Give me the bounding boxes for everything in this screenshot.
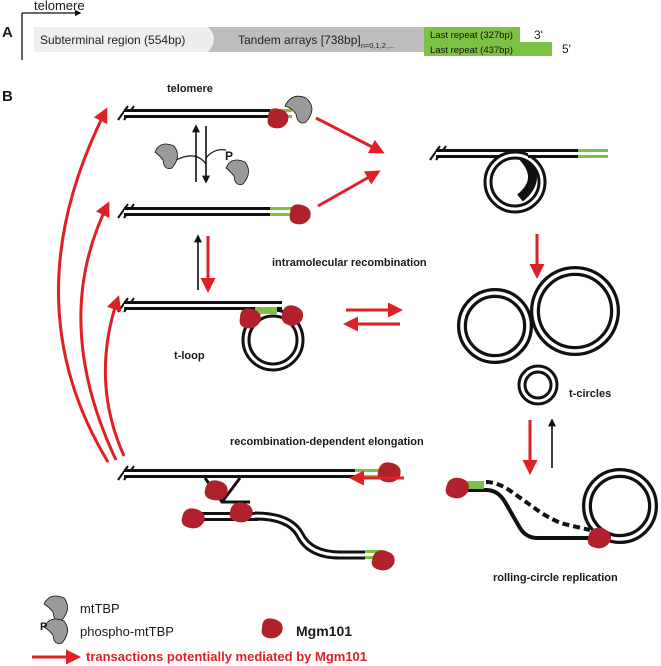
last-repeat-bottom-bar xyxy=(424,42,552,56)
mgm101-protein xyxy=(281,305,304,326)
legend-mgm101-icon xyxy=(261,618,283,639)
mgm101-protein xyxy=(371,550,395,571)
panel-a-letter: A xyxy=(2,24,13,41)
end-3prime: 3' xyxy=(534,28,543,42)
legend-mttbp-label: mtTBP xyxy=(80,601,120,616)
telomere-label: telomere xyxy=(167,83,213,95)
last-repeat-top-bar xyxy=(424,27,520,42)
intramolecular-recombination-label: intramolecular recombination xyxy=(272,257,427,269)
arrow-elongation-to-telomere xyxy=(57,107,110,463)
panel-a-telomere-label: telomere xyxy=(34,0,85,13)
panel-b-letter: B xyxy=(2,88,13,105)
mgm101-protein xyxy=(587,527,611,549)
legend-mttbp-icon xyxy=(43,595,68,622)
last-repeat-top-label: Last repeat (327bp) xyxy=(430,30,513,41)
legend: mtTBP P phospho-mtTBP Mgm101 transaction… xyxy=(32,595,367,665)
tandem-label: Tandem arrays [738bp]n=0,1,2,... xyxy=(238,33,394,50)
legend-phospho-mark: P xyxy=(40,621,47,633)
mttbp-protein xyxy=(284,95,313,124)
last-repeat-bottom-label: Last repeat (437bp) xyxy=(430,45,513,56)
phosphorylation-cycle xyxy=(154,124,249,186)
telomere-mttbp-bound xyxy=(117,95,313,129)
elongation-structure xyxy=(117,462,401,571)
rolling-circle-structure xyxy=(445,468,658,549)
mgm101-protein xyxy=(445,477,469,499)
t-loop-label: t-loop xyxy=(174,350,205,362)
end-5prime: 5' xyxy=(562,42,571,56)
legend-mgm101-label: Mgm101 xyxy=(296,623,352,639)
telomere-unbound xyxy=(117,203,311,225)
mgm101-protein xyxy=(204,480,228,501)
t-loop-structure xyxy=(117,297,305,372)
t-circles-label: t-circles xyxy=(569,388,611,400)
mgm101-protein xyxy=(239,308,261,329)
rolling-circle-label: rolling-circle replication xyxy=(493,572,618,584)
mgm101-protein xyxy=(229,502,253,523)
subterminal-label: Subterminal region (554bp) xyxy=(40,33,185,47)
tandem-subscript: n=0,1,2,... xyxy=(361,41,395,50)
phospho-mttbp-protein xyxy=(225,159,249,186)
tandem-bar xyxy=(208,27,424,52)
t-circles xyxy=(457,266,620,406)
legend-phospho-mttbp-icon xyxy=(43,618,68,645)
arrow-elongation-to-tloop xyxy=(103,295,126,457)
rde-label: recombination-dependent elongation xyxy=(230,436,424,448)
mttbp-protein xyxy=(154,143,178,170)
mgm101-protein xyxy=(267,108,289,129)
arrow-telomere-to-loop xyxy=(315,116,385,154)
legend-phospho-mttbp-label: phospho-mtTBP xyxy=(80,624,174,639)
transition-arrows xyxy=(57,107,556,486)
arrow-unbound-to-loop xyxy=(317,170,381,208)
subterminal-bar xyxy=(34,27,216,52)
mgm101-protein xyxy=(289,204,311,225)
arrow-elongation-to-unbound xyxy=(79,201,118,461)
strand-invasion-loop xyxy=(429,145,608,214)
telomere-start-arrow xyxy=(21,9,82,60)
legend-transactions-label: transactions potentially mediated by Mgm… xyxy=(86,649,367,664)
phospho-mark: P xyxy=(225,149,233,163)
mgm101-protein xyxy=(181,508,205,529)
